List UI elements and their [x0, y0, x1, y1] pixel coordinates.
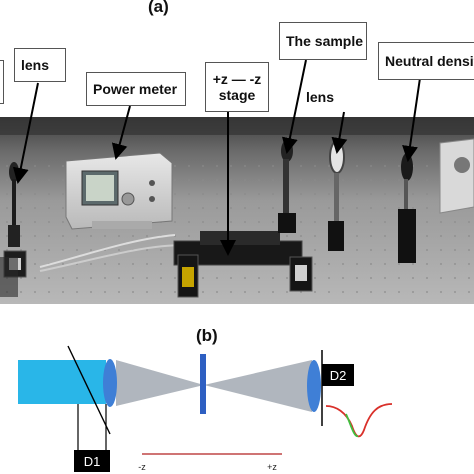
callout-lens-left-text: lens [21, 57, 50, 73]
panel-a-label: (a) [148, 0, 169, 16]
callout-sample-text: The sample [286, 33, 364, 49]
callout-arrows [12, 59, 421, 256]
callout-stage: +z — -z stage [205, 62, 269, 112]
lab-setup-photo-drawing [0, 117, 474, 304]
callout-power-meter: Power meter [86, 72, 186, 106]
arrow-neutral-density [402, 77, 421, 162]
callout-lens-left: lens [14, 48, 66, 82]
detector-d2-label: D2 [330, 368, 347, 383]
sample-plate [200, 354, 206, 414]
translation-stage [173, 231, 313, 298]
laser-source [439, 138, 474, 214]
z-axis-plus-label: +z [267, 462, 277, 472]
cable [39, 234, 176, 268]
converging-beam-cone [116, 360, 204, 406]
focusing-lens [103, 359, 117, 407]
callout-stage-direction-text: +z — -z [212, 71, 262, 87]
detector-d1-box [74, 450, 110, 472]
collection-lens [307, 360, 321, 412]
diverging-beam-cone [204, 360, 312, 412]
laser-beam-block [18, 360, 106, 404]
detector-d2-box [322, 364, 354, 386]
transmittance-curve-minimum [345, 413, 359, 437]
zscan-schematic: D2 D1 -z +z [18, 345, 393, 472]
transmittance-curve [325, 403, 393, 438]
arrow-sample [281, 59, 307, 154]
callout-sample: The sample [279, 22, 367, 60]
callout-lens-right: lens [300, 80, 348, 114]
arrow-power-meter [111, 105, 131, 160]
wall-shadow [0, 117, 474, 135]
cable-2 [39, 244, 186, 272]
detector-d1-label: D1 [84, 454, 101, 469]
power-meter-device [65, 152, 173, 230]
lab-setup-photo [0, 117, 474, 304]
beam-splitter-line [67, 345, 111, 435]
callout-neutral-density-text: Neutral densit [385, 53, 474, 69]
z-axis-minus-label: -z [138, 462, 146, 472]
callout-power-meter-text: Power meter [93, 81, 178, 97]
arrow-lens-left [12, 82, 39, 184]
callout-left-edge [0, 60, 4, 104]
callout-stage-text: stage [218, 87, 256, 103]
arrow-lens-right [331, 111, 348, 154]
callout-lens-right-text: lens [306, 89, 335, 105]
panel-b-label: (b) [196, 326, 218, 345]
callout-neutral-density: Neutral densit [378, 42, 474, 80]
